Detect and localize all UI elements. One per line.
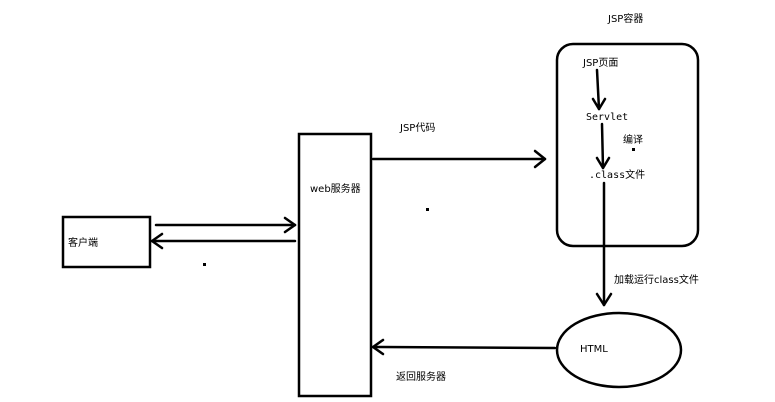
server-to-container-arrowhead (533, 149, 547, 169)
stray-mark (632, 148, 635, 151)
web-server-label: web服务器 (310, 182, 361, 195)
stray-mark (426, 208, 429, 211)
return-label: 返回服务器 (396, 370, 446, 383)
jsp-code-label: JSP代码 (399, 122, 435, 134)
jsp-container-box (555, 42, 700, 248)
client-box (61, 215, 152, 269)
page-to-servlet-arrowhead (591, 97, 607, 111)
servlet-label: Servlet (586, 112, 628, 123)
jsp-container-title: JSP容器 (607, 12, 643, 25)
html-to-server-arrowhead (371, 338, 385, 356)
compile-label: 编译 (623, 133, 643, 146)
servlet-to-class-arrow (600, 122, 605, 170)
html-label: HTML (580, 344, 608, 355)
client-to-server-arrowhead (283, 216, 297, 234)
html-to-server-arrow (371, 345, 557, 350)
html-ellipse (555, 311, 683, 389)
class-to-html-arrowhead (595, 292, 613, 307)
server-to-client-arrowhead (150, 232, 164, 250)
load-run-label: 加载运行class文件 (614, 273, 699, 286)
servlet-to-class-arrowhead (595, 156, 611, 170)
stray-mark (203, 263, 206, 266)
web-server-box (297, 132, 373, 398)
class-file-label: .class文件 (589, 168, 645, 181)
page-to-servlet-arrow (595, 68, 601, 111)
client-label: 客户端 (68, 236, 98, 249)
jsp-page-label: JSP页面 (582, 57, 618, 69)
